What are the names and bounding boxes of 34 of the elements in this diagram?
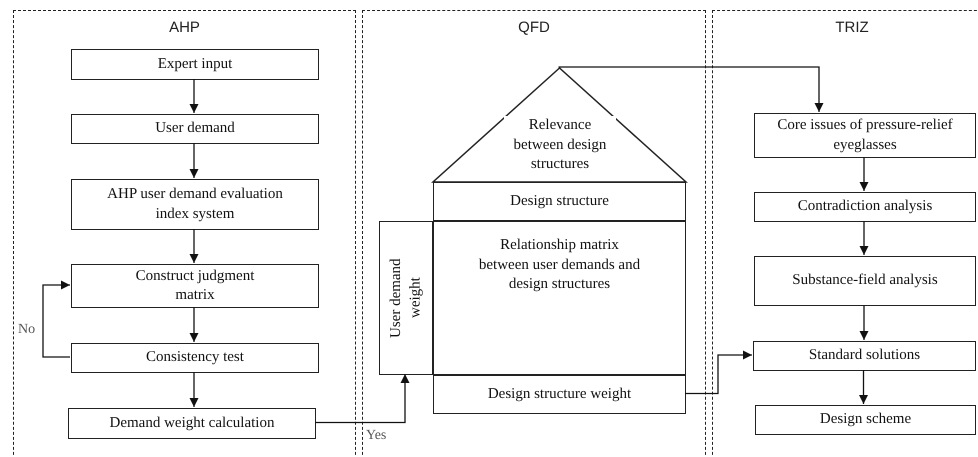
arrow bbox=[42, 280, 70, 358]
arrow bbox=[685, 350, 752, 394]
arrow bbox=[315, 374, 410, 424]
swimlane-panel bbox=[362, 10, 706, 457]
process-box: AHP user demand evaluation index system bbox=[71, 179, 319, 230]
process-box: Design scheme bbox=[755, 405, 976, 435]
process-box: Core issues of pressure-relief eyeglasses bbox=[754, 113, 976, 158]
lane-title: AHP bbox=[168, 19, 201, 36]
process-box: User demand bbox=[71, 114, 319, 144]
process-box: Substance-field analysis bbox=[754, 256, 976, 306]
arrow bbox=[189, 229, 199, 263]
lane-title: QFD bbox=[517, 19, 551, 36]
arrow bbox=[189, 79, 199, 113]
arrow bbox=[189, 307, 199, 342]
matrix-box: Relationship matrix between user demands and design structures bbox=[433, 221, 686, 375]
process-box: Design structure bbox=[433, 182, 686, 221]
process-box: Construct judgment matrix bbox=[71, 264, 319, 308]
process-box: Contradiction analysis bbox=[754, 192, 976, 222]
process-box: Expert input bbox=[71, 49, 319, 80]
arrow bbox=[859, 157, 869, 191]
process-box: Standard solutions bbox=[753, 341, 976, 371]
arrow bbox=[859, 221, 869, 255]
swimlane-panel bbox=[712, 10, 978, 457]
arrow bbox=[189, 372, 199, 407]
lane-title: TRIZ bbox=[834, 19, 870, 36]
arrow bbox=[189, 143, 199, 178]
arrow bbox=[859, 305, 869, 340]
arrow bbox=[558, 66, 824, 112]
swimlane-panel bbox=[13, 10, 356, 457]
process-box: User demand weight bbox=[379, 221, 433, 375]
process-box: Demand weight calculation bbox=[68, 408, 316, 439]
arrow bbox=[858, 370, 868, 404]
process-box: Design structure weight bbox=[433, 375, 686, 414]
process-box: Consistency test bbox=[71, 343, 319, 373]
